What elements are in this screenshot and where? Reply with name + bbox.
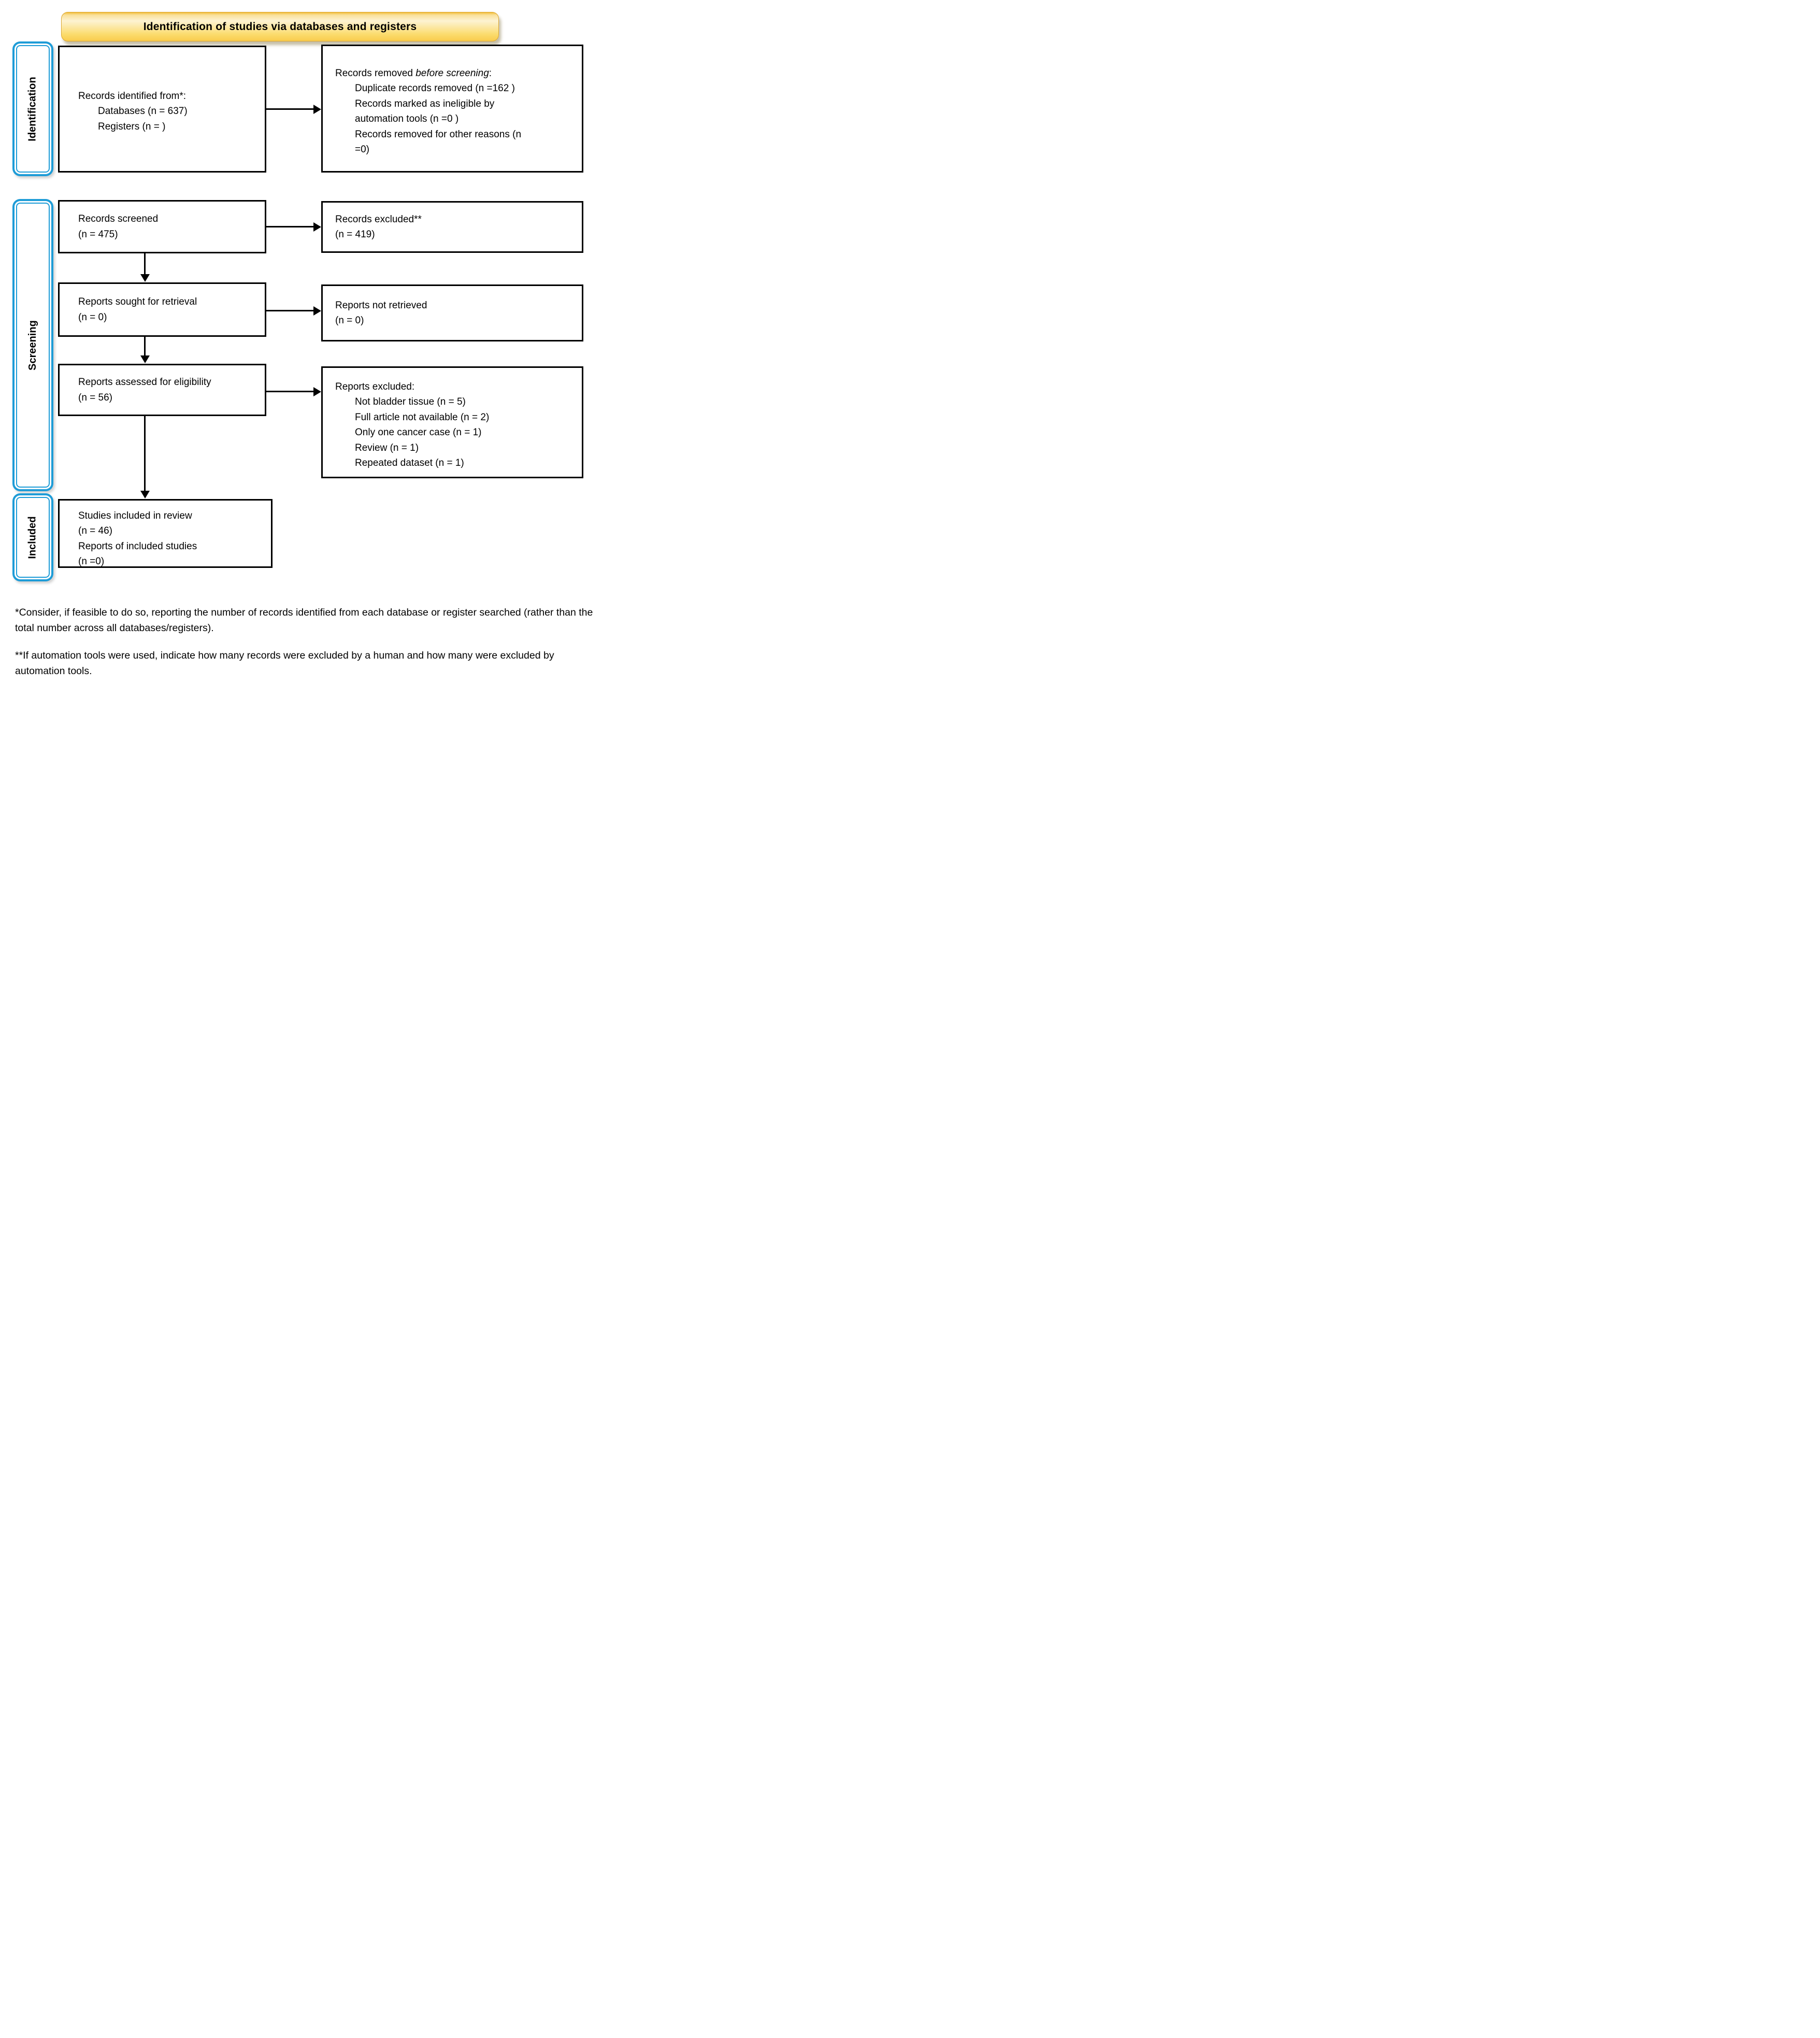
stage-tab-screening: Screening (12, 199, 53, 491)
box-line: Records marked as ineligible by (355, 98, 495, 109)
box-line: Studies included in review (78, 510, 192, 521)
box-line: (n = 475) (78, 229, 118, 240)
box-line: Records excluded** (335, 213, 422, 225)
stage-tab-included: Included (12, 493, 53, 581)
footnotes: *Consider, if feasible to do so, reporti… (15, 605, 596, 679)
stage-tab-gap: Screening (15, 201, 51, 489)
arrow-assessed-to-excluded (266, 391, 314, 392)
box-reports-sought: Reports sought for retrieval (n = 0) (58, 282, 266, 337)
heading-suffix: : (489, 68, 492, 79)
prisma-flow-diagram: Identification of studies via databases … (0, 0, 607, 679)
box-line: Reports not retrieved (335, 300, 427, 311)
box-line: Reports assessed for eligibility (78, 377, 211, 388)
box-records-excluded: Records excluded** (n = 419) (321, 201, 583, 253)
footnote-asterisk: *Consider, if feasible to do so, reporti… (15, 607, 593, 634)
box-line: Duplicate records removed (n =162 ) (355, 83, 515, 94)
box-records-screened: Records screened (n = 475) (58, 200, 266, 253)
box-line: (n = 56) (78, 392, 113, 403)
box-line: Registers (n = ) (98, 121, 166, 132)
arrow-screened-to-excluded (266, 226, 314, 227)
stage-label-included: Included (27, 516, 39, 559)
box-line: (n =0) (78, 556, 105, 567)
box-line: (n = 0) (78, 311, 107, 323)
stage-tab-gap: Identification (15, 44, 51, 174)
box-reports-not-retrieved: Reports not retrieved (n = 0) (321, 284, 583, 341)
stage-tab-core: Screening (16, 203, 50, 488)
arrow-sought-to-assessed (144, 337, 146, 356)
diagram-title: Identification of studies via databases … (143, 20, 417, 33)
box-line: Databases (n = 637) (98, 106, 188, 117)
box-line: Records screened (78, 213, 159, 225)
arrow-identified-to-removed (266, 108, 314, 110)
arrow-screened-to-sought (144, 253, 146, 275)
box-reports-excluded: Reports excluded: Not bladder tissue (n … (321, 366, 583, 478)
box-line: Only one cancer case (n = 1) (355, 427, 482, 438)
box-line: automation tools (n =0 ) (355, 113, 459, 125)
arrow-assessed-to-included (144, 416, 146, 491)
box-line: (n = 46) (78, 525, 113, 537)
box-records-removed: Records removed before screening: Duplic… (321, 45, 583, 173)
box-line: (n = 0) (335, 315, 364, 326)
stage-tab-gap: Included (15, 495, 51, 579)
stage-tab-core: Included (16, 497, 50, 578)
heading-prefix: Records removed (335, 68, 416, 79)
stage-tab-core: Identification (16, 45, 50, 173)
stage-label-identification: Identification (27, 76, 39, 141)
box-heading: Records identified from*: (78, 91, 187, 102)
stage-label-screening: Screening (27, 320, 39, 370)
box-line: Not bladder tissue (n = 5) (355, 396, 466, 408)
box-line: (n = 419) (335, 229, 375, 240)
footnote-double-asterisk: **If automation tools were used, indicat… (15, 650, 554, 677)
box-line: Reports of included studies (78, 540, 197, 552)
box-line: Records removed for other reasons (n (355, 129, 522, 140)
heading-italic: before screening (415, 68, 489, 79)
diagram-title-banner: Identification of studies via databases … (61, 12, 499, 41)
box-records-identified: Records identified from*: Databases (n =… (58, 46, 266, 173)
stage-tab-identification: Identification (12, 41, 53, 176)
box-line: =0) (355, 144, 369, 155)
box-line: Review (n = 1) (355, 442, 419, 453)
box-heading: Records removed before screening: (335, 66, 577, 81)
box-heading: Reports excluded: (335, 381, 415, 392)
box-line: Repeated dataset (n = 1) (355, 458, 464, 469)
box-reports-assessed: Reports assessed for eligibility (n = 56… (58, 364, 266, 416)
box-line: Reports sought for retrieval (78, 296, 197, 308)
arrow-sought-to-not-retrieved (266, 310, 314, 311)
box-studies-included: Studies included in review (n = 46) Repo… (58, 499, 273, 568)
box-line: Full article not available (n = 2) (355, 411, 490, 423)
